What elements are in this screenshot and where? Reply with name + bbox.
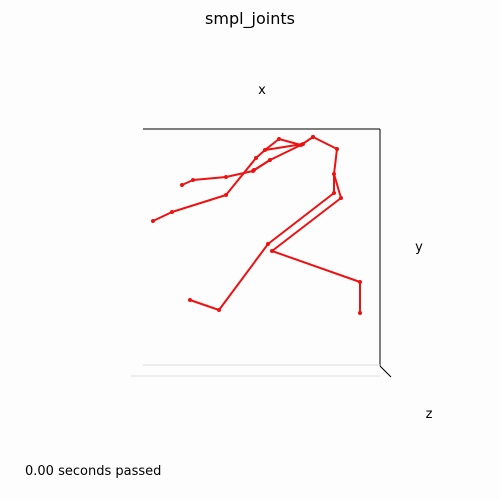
bone-segment-0 <box>152 211 173 222</box>
bone-segment-16 <box>189 299 220 311</box>
bone-segment-15 <box>218 243 269 311</box>
joint-marker-19 <box>180 183 184 187</box>
joint-marker-24 <box>311 135 315 139</box>
joint-marker-25 <box>252 168 256 172</box>
joint-marker-22 <box>268 158 272 162</box>
joint-marker-4 <box>263 148 267 152</box>
joint-marker-9 <box>332 172 336 176</box>
chart-title: smpl_joints <box>205 9 295 29</box>
x-axis-label: x <box>258 83 266 98</box>
axes-3d-frame <box>131 128 392 378</box>
skeleton-plot <box>151 135 362 315</box>
joint-marker-23 <box>301 142 305 146</box>
elapsed-time-text: 0.00 seconds passed <box>25 464 161 479</box>
joint-marker-3 <box>254 156 258 160</box>
joint-marker-14 <box>358 280 362 284</box>
bone-segment-14 <box>267 192 335 245</box>
bone-segment-9 <box>333 173 342 199</box>
bone-segment-17 <box>181 179 194 186</box>
joint-marker-20 <box>224 175 228 179</box>
joint-marker-15 <box>358 311 362 315</box>
joint-marker-0 <box>151 219 155 223</box>
joint-marker-13 <box>270 249 274 253</box>
joint-marker-16 <box>217 308 221 312</box>
joint-marker-18 <box>191 178 195 182</box>
bone-segment-2 <box>225 157 257 196</box>
y-axis-label: y <box>415 240 423 255</box>
bone-segment-21 <box>269 143 304 161</box>
bone-segment-3 <box>255 149 266 159</box>
joint-marker-2 <box>224 193 228 197</box>
z-axis-line <box>379 365 392 378</box>
joint-marker-8 <box>335 147 339 151</box>
bone-segment-8 <box>333 148 338 175</box>
joint-marker-10 <box>339 196 343 200</box>
joint-marker-17 <box>188 298 192 302</box>
bone-segment-11 <box>271 250 361 283</box>
z-axis-label: z <box>426 407 433 422</box>
joint-marker-5 <box>277 137 281 141</box>
bone-segment-19 <box>225 170 254 178</box>
bone-segment-7 <box>312 136 338 150</box>
bone-segment-10 <box>271 197 342 252</box>
bone-segment-4 <box>264 138 280 151</box>
bone-segment-1 <box>171 194 227 213</box>
joint-marker-1 <box>170 210 174 214</box>
joint-marker-11 <box>332 191 336 195</box>
bone-segment-18 <box>192 176 227 181</box>
bone-segment-23 <box>253 159 271 171</box>
bone-segment-22 <box>264 143 304 151</box>
joint-marker-12 <box>266 242 270 246</box>
